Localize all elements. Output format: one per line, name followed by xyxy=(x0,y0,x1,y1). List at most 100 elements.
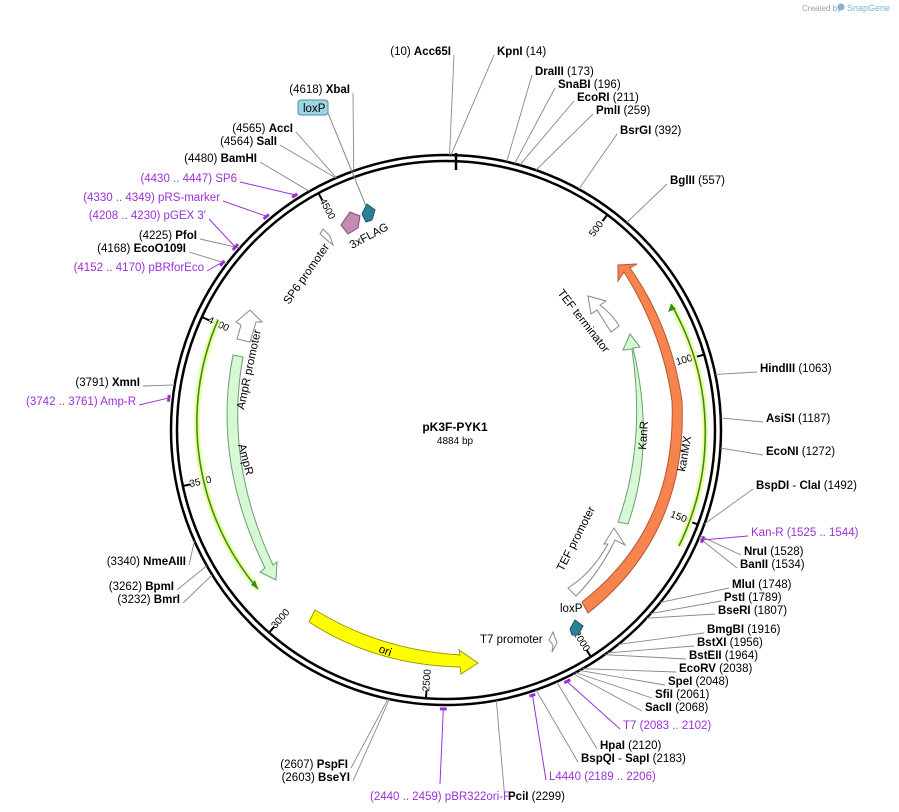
site-label: EcoNI (1272) xyxy=(766,446,835,458)
feature-3xflag[interactable] xyxy=(340,211,361,235)
site-leader-line xyxy=(578,133,618,190)
primer-leader-line xyxy=(138,397,168,406)
site-name: PspFI xyxy=(317,759,348,771)
feature-sp6-promoter[interactable] xyxy=(319,228,335,247)
feature-kanmx[interactable] xyxy=(581,263,683,614)
site-name: PfoI xyxy=(175,230,197,242)
site-bseyi[interactable]: (2603) BseYI xyxy=(282,698,390,784)
primer-amp-r[interactable]: (3742 .. 3761) Amp-R xyxy=(26,394,171,408)
site-leader-line xyxy=(720,447,764,456)
feature-kanr[interactable] xyxy=(617,333,644,525)
primer-t7[interactable]: T7 (2083 .. 2102) xyxy=(563,678,711,732)
site-hindiii[interactable]: HindIII (1063) xyxy=(715,363,832,375)
site-leader-line xyxy=(573,673,643,712)
primer-pbr322ori-f[interactable]: (2440 .. 2459) pBR322ori-F xyxy=(370,707,510,803)
snapgene-logo-icon xyxy=(837,3,845,11)
site-mlui[interactable]: MluI (1748) xyxy=(660,579,792,603)
site-xmni[interactable]: (3791) XmnI xyxy=(75,377,175,389)
site-nmeaiii[interactable]: (3340) NmeAIII xyxy=(107,540,195,568)
site-bmri[interactable]: (3232) BmrI xyxy=(117,574,213,606)
site-pfoi[interactable]: (4225) PfoI xyxy=(139,230,240,249)
primer-name: pBRforEco xyxy=(148,262,204,274)
site-hpai[interactable]: HpaI (2120) xyxy=(556,681,662,752)
site-sacii[interactable]: SacII (2068) xyxy=(573,673,708,714)
site-position: (1492) xyxy=(824,480,857,492)
site-name: HpaI xyxy=(600,740,625,752)
primer-leader-line xyxy=(206,262,222,272)
site-pcii[interactable]: PciI (2299) xyxy=(495,700,565,803)
primer-sp6[interactable]: (4430 .. 4447) SP6 xyxy=(140,173,299,199)
site-pmli[interactable]: PmlI (259) xyxy=(535,105,651,171)
primer-pgex-3[interactable]: (4208 .. 4230) pGEX 3' xyxy=(89,210,240,252)
site-leader-line xyxy=(352,92,355,171)
site-label: PmlI (259) xyxy=(596,105,651,117)
site-bsrgi[interactable]: BsrGI (392) xyxy=(578,125,682,190)
feature-label-t7-promoter: T7 promoter xyxy=(480,634,543,646)
feature-loxp-label-box[interactable]: loxP xyxy=(297,99,367,207)
primer-l4440[interactable]: L4440 (2189 .. 2206) xyxy=(528,692,656,783)
feature-tef-promoter[interactable] xyxy=(567,527,627,597)
site-bseri[interactable]: BseRI (1807) xyxy=(646,605,787,619)
site-ecorv[interactable]: EcoRV (2038) xyxy=(582,663,753,675)
site-name: NmeAIII xyxy=(143,556,186,568)
site-label: (3232) BmrI xyxy=(117,594,180,606)
site-acci[interactable]: (4565) AccI xyxy=(232,123,337,179)
site-bsteii[interactable]: BstEII (1964) xyxy=(604,650,759,662)
feature-t7-promoter[interactable] xyxy=(548,630,558,653)
site-sfii[interactable]: SfiI (2061) xyxy=(575,672,710,701)
site-draiii[interactable]: DraIII (173) xyxy=(506,66,594,162)
primer-label: L4440 (2189 .. 2206) xyxy=(549,771,656,783)
feature-ampr[interactable] xyxy=(226,354,278,581)
primer-binding-mark xyxy=(262,213,270,221)
site-snabi[interactable]: SnaBI (196) xyxy=(514,79,621,164)
site-label: EcoRI (211) xyxy=(577,92,639,104)
site-position: (1964) xyxy=(725,650,758,662)
feature-ampr-promoter[interactable] xyxy=(235,309,264,343)
site-ecoo109i[interactable]: (4168) EcoO109I xyxy=(97,243,228,265)
feature-label-tef-promoter: TEF promoter xyxy=(555,505,598,574)
site-label: SacII (2068) xyxy=(645,702,708,714)
site-econi[interactable]: EcoNI (1272) xyxy=(720,446,835,458)
site-bglii[interactable]: BglII (557) xyxy=(626,175,726,223)
feature-tef-terminator[interactable] xyxy=(587,295,620,333)
site-name: BspQI xyxy=(581,753,615,765)
site-position: (14) xyxy=(526,46,547,58)
site-banii[interactable]: BanII (1534) xyxy=(698,537,805,571)
site-name: PstI xyxy=(724,592,745,604)
feature-loxp-right[interactable] xyxy=(569,619,584,636)
site-bmgbi[interactable]: BmgBI (1916) xyxy=(618,624,781,645)
primer-label: Kan-R (1525 .. 1544) xyxy=(751,527,859,539)
site-psti[interactable]: PstI (1789) xyxy=(650,592,782,614)
site-acc65i[interactable]: (10) Acc65I xyxy=(390,46,455,156)
site-ecori[interactable]: EcoRI (211) xyxy=(519,92,639,166)
primer-kan-r[interactable]: Kan-R (1525 .. 1544) xyxy=(699,527,859,544)
site-nrui[interactable]: NruI (1528) xyxy=(699,535,804,558)
site-leader-line xyxy=(176,565,208,591)
site-name: SpeI xyxy=(668,676,692,688)
primer-binding-mark xyxy=(563,678,571,685)
site-bpmi[interactable]: (3262) BpmI xyxy=(109,565,208,593)
site-bspdi[interactable]: BspDI - ClaI (1492) xyxy=(704,480,857,525)
feature-ori[interactable] xyxy=(308,609,479,675)
primer-leader-line xyxy=(567,681,621,730)
site-name: BglII xyxy=(670,175,695,187)
primer-name: SP6 xyxy=(215,173,237,185)
site-pspfi[interactable]: (2607) PspFI xyxy=(280,698,389,771)
primer-prs-marker[interactable]: (4330 .. 4349) pRS-marker xyxy=(83,192,270,221)
site-xbai[interactable]: (4618) XbaI xyxy=(289,84,355,171)
site-leader-line xyxy=(182,574,213,604)
tick-mark xyxy=(696,353,705,358)
tick-mark xyxy=(424,690,428,699)
site-spei[interactable]: SpeI (2048) xyxy=(579,669,729,688)
site-bspqi[interactable]: BspQI - SapI (2183) xyxy=(535,689,686,765)
site-position: (2299) xyxy=(532,791,565,803)
site-leader-line xyxy=(514,87,556,164)
site-bstxi[interactable]: BstXI (1956) xyxy=(606,637,763,654)
site-sali[interactable]: (4564) SalI xyxy=(220,136,337,179)
site-bamhi[interactable]: (4480) BamHI xyxy=(184,153,310,192)
site-asisi[interactable]: AsiSI (1187) xyxy=(720,413,831,425)
feature-loxp-left[interactable] xyxy=(361,203,376,223)
site-kpni[interactable]: KpnI (14) xyxy=(450,46,547,156)
primer-pbrforeco[interactable]: (4152 .. 4170) pBRforEco xyxy=(74,259,226,274)
